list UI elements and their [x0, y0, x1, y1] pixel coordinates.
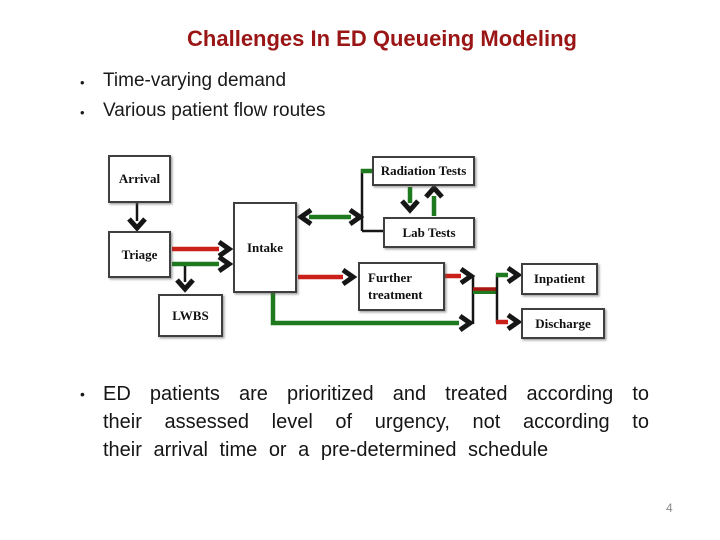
bullet-marker: • — [80, 75, 85, 90]
edge-triage-intake-green-arrowhead — [217, 254, 234, 274]
edge-arrival-triage-arrowhead — [127, 217, 147, 232]
bullet-item: • Time-varying demand — [80, 70, 326, 100]
edge-lab-radiation-arrowhead — [424, 184, 444, 199]
node-label: Inpatient — [533, 271, 586, 286]
node-label: Triage — [121, 246, 158, 262]
edge-intake-further-arrowhead — [341, 267, 358, 287]
edge-intake-junction-shaft — [270, 293, 459, 326]
node-inpatient: Inpatient — [521, 263, 598, 295]
edge-intake-junction-arrowhead — [458, 313, 475, 333]
bottom-bullet-text: ED patients are prioritized and treated … — [103, 380, 649, 464]
node-triage: Triage — [108, 231, 171, 278]
node-label: Further treatment — [368, 269, 423, 302]
edge-intake-tests-left-arrowhead — [296, 207, 313, 227]
bottom-bullet-line: ED patients are prioritized and treated … — [103, 383, 649, 405]
edge-intake-tests-right-arrowhead — [348, 207, 365, 227]
slide-title: Challenges In ED Queueing Modeling — [187, 26, 577, 51]
node-further-treatment: Further treatment — [358, 262, 445, 311]
edge-junction-discharge-arrowhead — [506, 312, 523, 332]
edge-radiation-lab-arrowhead — [400, 199, 420, 214]
node-label: Arrival — [118, 171, 161, 186]
edge-further-junction-arrowhead — [459, 266, 476, 286]
node-label: Discharge — [535, 315, 591, 331]
edge-triage-intake-red-arrowhead — [217, 239, 234, 259]
edge-triage-lwbs-arrowhead — [175, 278, 195, 293]
node-discharge: Discharge — [521, 308, 605, 339]
node-label: Intake — [246, 239, 284, 255]
bottom-bullet-item: • ED patients are prioritized and treate… — [80, 380, 649, 464]
node-label: Radiation Tests — [380, 163, 467, 178]
page-number: 4 — [666, 501, 673, 515]
node-label: LWBS — [172, 307, 209, 323]
node-arrival: Arrival — [108, 155, 171, 203]
edge-junction-inpatient-arrowhead — [506, 265, 523, 285]
top-bullet-list: • Time-varying demand • Various patient … — [80, 70, 326, 130]
bullet-marker: • — [80, 386, 85, 402]
bottom-bullet-line: their assessed level of urgency, not acc… — [103, 411, 649, 433]
bullet-marker: • — [80, 105, 85, 120]
bullet-item: • Various patient flow routes — [80, 100, 326, 130]
node-radiation-tests: Radiation Tests — [372, 156, 475, 186]
node-lab-tests: Lab Tests — [383, 217, 475, 248]
bullet-text: Various patient flow routes — [103, 100, 326, 121]
node-label: Lab Tests — [402, 224, 456, 240]
node-lwbs: LWBS — [158, 294, 223, 337]
bottom-bullet-line: their arrival time or a pre-determined s… — [103, 439, 549, 461]
node-intake: Intake — [233, 202, 297, 293]
bullet-text: Time-varying demand — [103, 70, 287, 91]
